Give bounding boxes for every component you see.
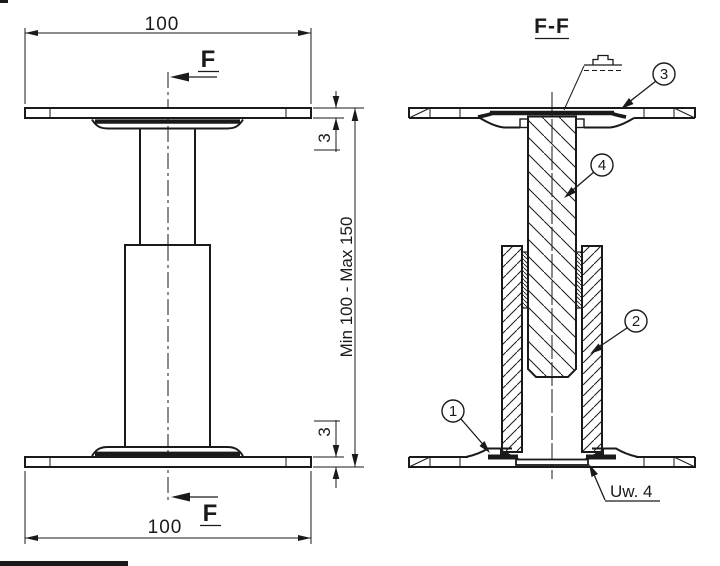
tab-detail-symbol: [563, 54, 622, 111]
section-title: F-F: [534, 15, 570, 40]
scan-artifact-bottom-left: [0, 561, 128, 566]
dim-height-range-value: Min 100 - Max 150: [337, 217, 356, 358]
balloon-2-number: 2: [632, 313, 640, 330]
side-bottom-plate: [24, 456, 312, 468]
cut-arrow-bottom: F: [171, 492, 221, 527]
dim-width-bottom-value: 100: [148, 517, 183, 538]
cut-arrow-top: F: [170, 46, 219, 82]
dim-thickness-bottom-value: 3: [315, 427, 334, 436]
side-bottom-dome: [91, 446, 244, 457]
dim-height-range: Min 100 - Max 150: [337, 108, 359, 467]
side-top-dome: [91, 118, 244, 130]
weld-fillet-left: [500, 449, 520, 459]
section-washer: [515, 458, 589, 466]
dim-thickness-top-value: 3: [315, 133, 334, 142]
balloon-3: 3: [621, 62, 676, 109]
scan-artifact-top-left: [0, 0, 8, 3]
balloon-2: 2: [590, 309, 648, 354]
balloon-4-number: 4: [598, 157, 606, 174]
balloon-4: 4: [564, 153, 614, 198]
balloon-3-number: 3: [660, 66, 668, 83]
dim-thickness-top: 3: [314, 91, 340, 152]
dim-width-top-value: 100: [145, 14, 180, 35]
dim-width-top: 100: [24, 14, 312, 104]
balloon-1-number: 1: [449, 403, 457, 420]
cut-label-bottom: F: [203, 500, 218, 527]
cut-label-top: F: [201, 46, 216, 73]
dim-width-bottom: 100: [24, 471, 312, 544]
side-inner-tube: [139, 128, 196, 245]
side-top-plate: [24, 107, 312, 119]
section-view: F-F: [408, 15, 696, 502]
section-title-text: F-F: [534, 15, 570, 38]
note-uw4: Uw. 4: [589, 464, 660, 502]
note-uw4-text: Uw. 4: [610, 482, 653, 501]
balloon-1: 1: [441, 399, 490, 453]
dim-thickness-bottom: 3: [314, 420, 340, 488]
section-bottom-plate: [408, 447, 696, 468]
weld-fillet-right: [584, 449, 604, 459]
side-view: 100 F F 100: [24, 14, 364, 544]
